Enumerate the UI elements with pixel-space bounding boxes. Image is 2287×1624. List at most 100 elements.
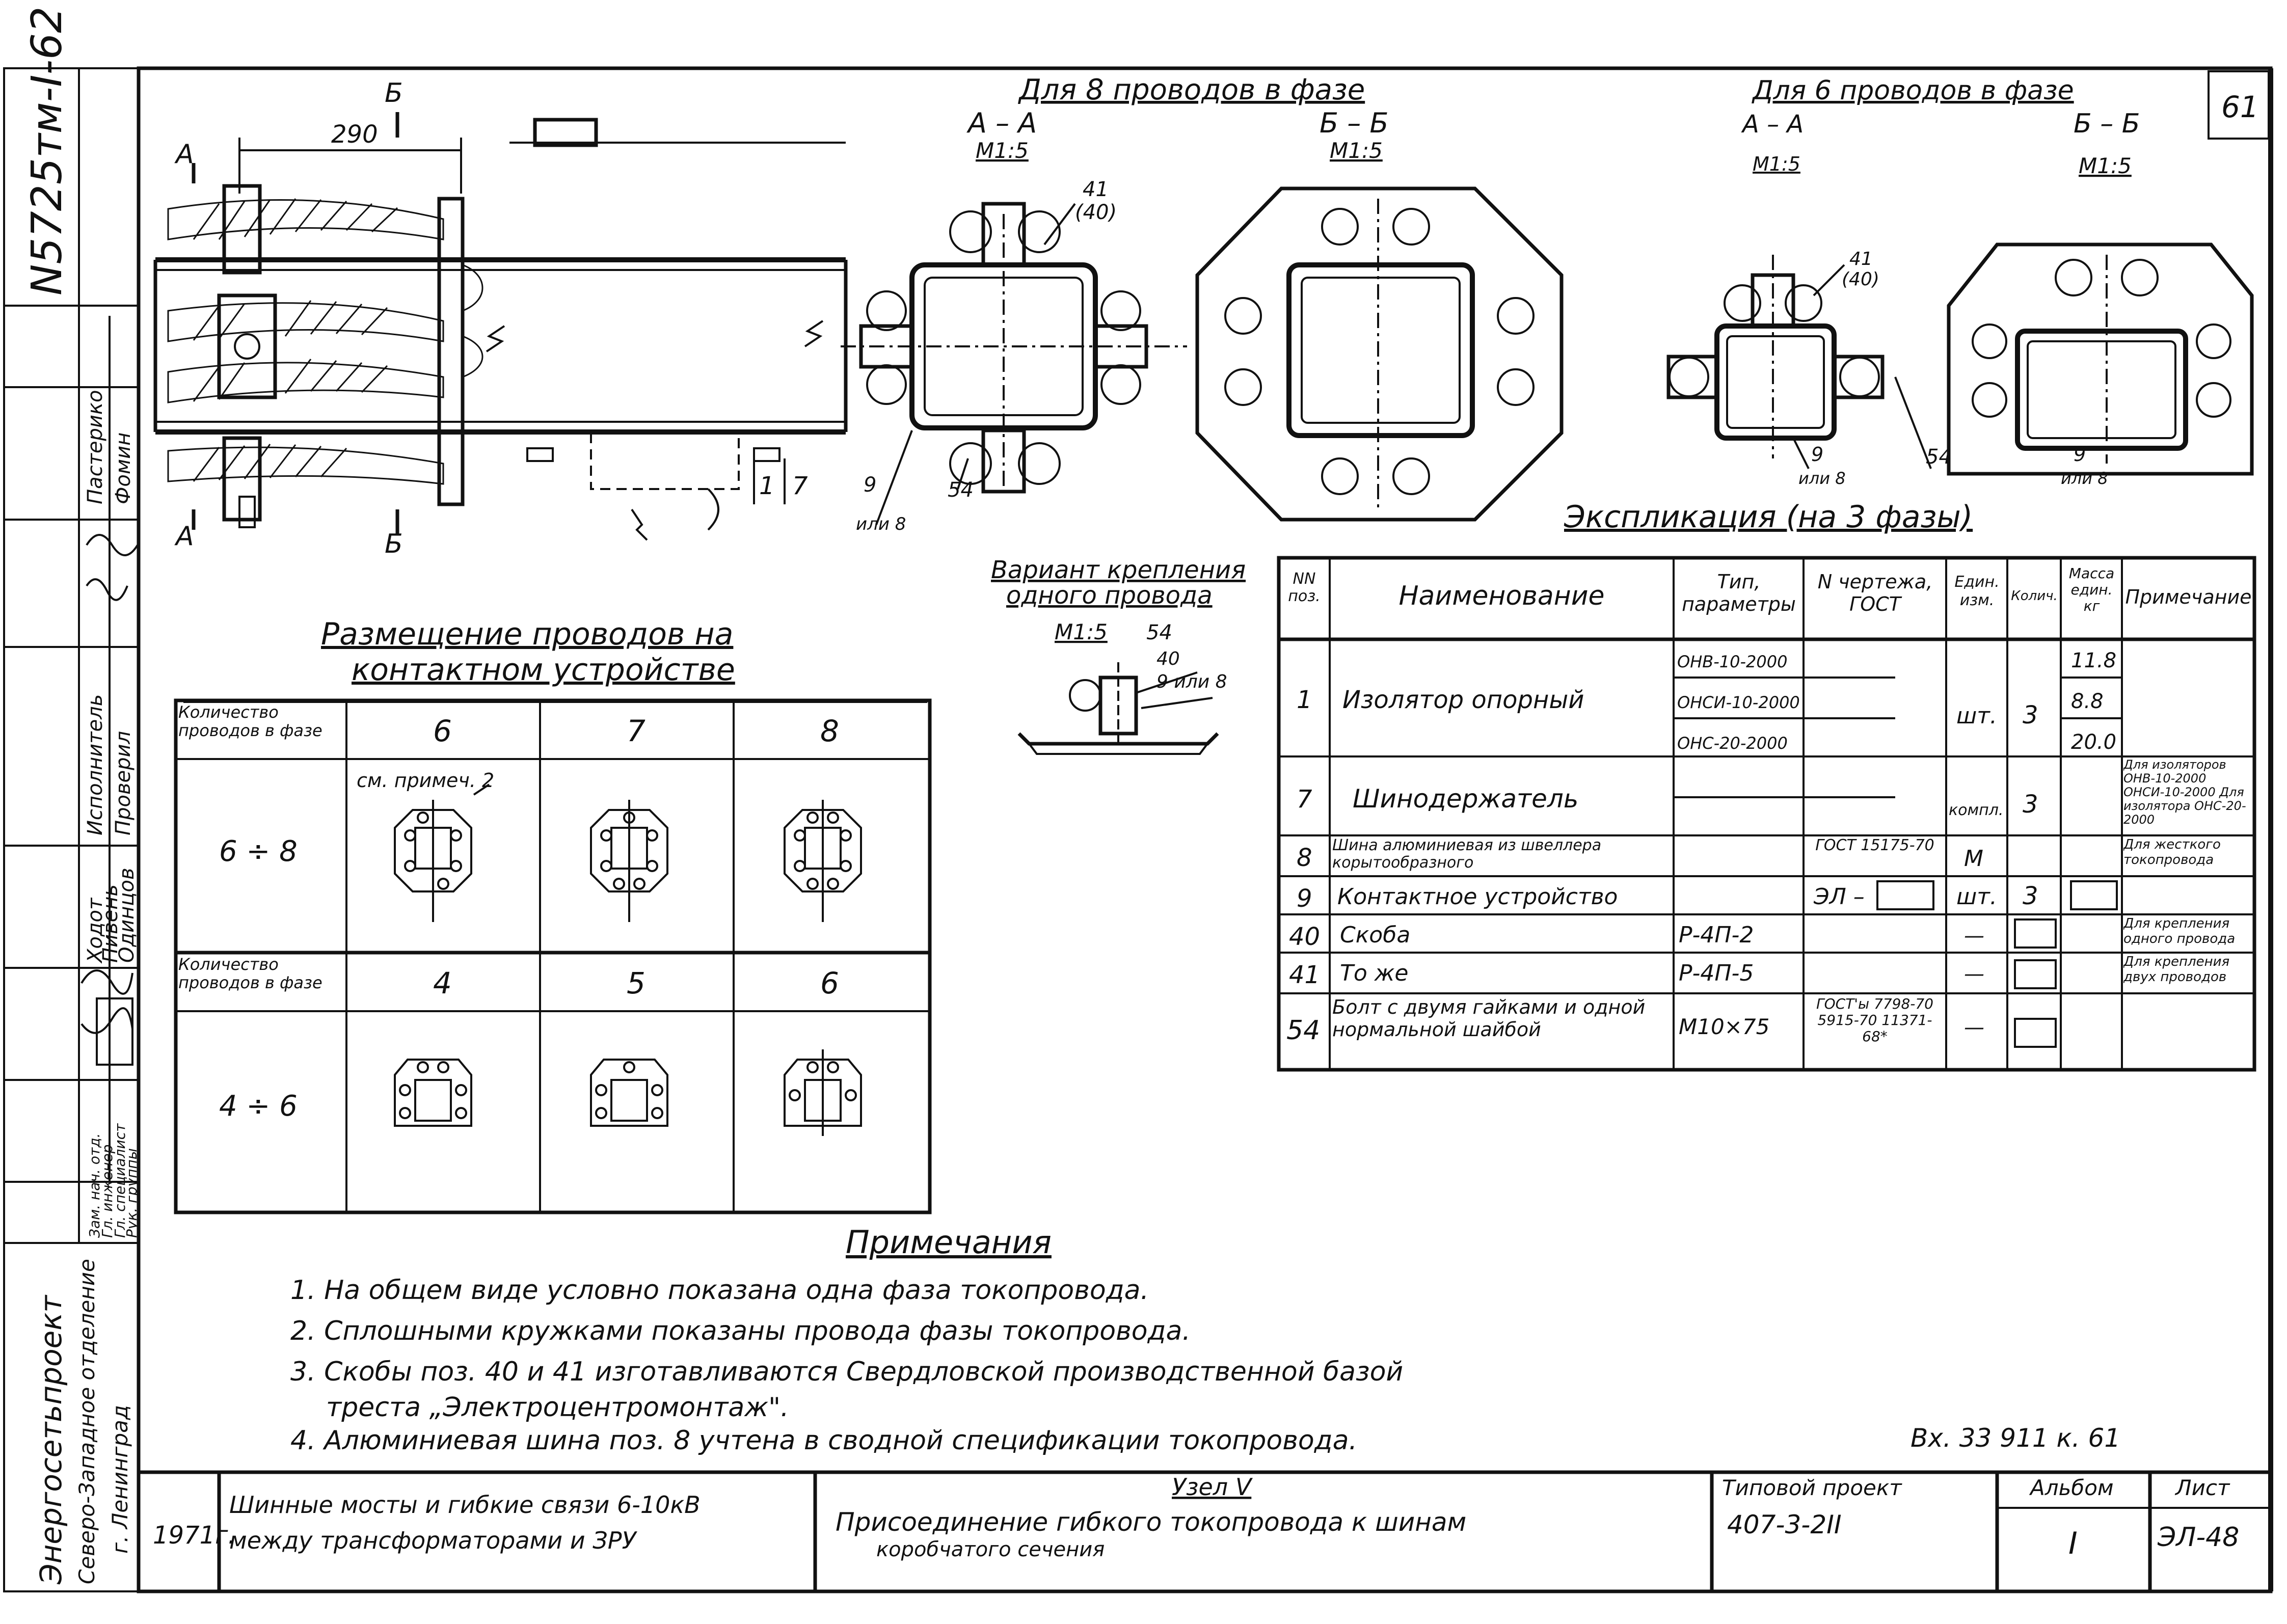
placement-row1-value-2: 8	[820, 714, 839, 748]
note-item-2: 3. Скобы поз. 40 и 41 изготавливаются Св…	[290, 1357, 1403, 1387]
expl-row7-pos: 7	[1297, 785, 1312, 814]
placement-table-grid	[174, 698, 932, 1214]
explication-table-grid	[1277, 556, 2256, 1072]
side-position-2: Гл. специалист	[112, 1123, 128, 1238]
expl-row41-name: То же	[1340, 960, 1409, 986]
expl-row40-unit: —	[1964, 924, 1984, 948]
expl-row41-type: Р-4П-5	[1679, 960, 1754, 986]
expl-row40-note: Для крепления одного провода	[2123, 916, 2236, 946]
tb-album: I	[2068, 1526, 2078, 1561]
side-role-3: Проверил	[112, 731, 135, 835]
side-stamp-column	[3, 67, 140, 1592]
main-dim-290: 290	[331, 120, 378, 149]
expl-row40-name: Скоба	[1340, 922, 1410, 948]
expl-row54-pos: 54	[1286, 1015, 1320, 1046]
expl-header-unit: Един. изм.	[1954, 573, 2000, 609]
expl-row9-unit: шт.	[1956, 884, 1997, 910]
expl-row41-unit: —	[1964, 962, 1984, 986]
side-role-1: Фомин	[112, 432, 135, 504]
expl-row40-pos: 40	[1289, 923, 1320, 951]
expl-row1-type-0: ОНВ-10-2000	[1677, 652, 1787, 671]
tb-sheet-title-2: коробчатого сечения	[876, 1538, 1105, 1561]
expl-row9-name: Контактное устройство	[1337, 884, 1618, 910]
expl-row8-doc: ГОСТ 15175-70	[1815, 837, 1934, 854]
placement-title-line2: контактном устройстве	[352, 652, 735, 688]
expl-row1-mass-2: 20.0	[2071, 730, 2116, 754]
section8-callout-8: или 8	[856, 514, 906, 534]
section8-bb-drawing	[1195, 186, 1564, 522]
variant-drawing	[1017, 662, 1219, 755]
section6-bb-callout-8: или 8	[2061, 469, 2108, 488]
section6-bb-scale: М1:5	[2079, 153, 2132, 178]
expl-header-type: Тип, параметры	[1682, 571, 1796, 615]
section8-heading: Для 8 проводов в фазе	[1017, 73, 1365, 106]
placement-row1-label: Количество проводов в фазе	[178, 703, 322, 740]
expl-row9-doc: ЭЛ –	[1813, 884, 1865, 910]
expl-row1-type-1: ОНСИ-10-2000	[1677, 693, 1800, 712]
expl-row8-name: Шина алюминиевая из швеллера корытообраз…	[1332, 837, 1602, 872]
section8-aa-drawing	[841, 202, 1187, 525]
expl-row9-pos: 9	[1297, 884, 1312, 913]
expl-header-mass: Масса един. кг	[2068, 565, 2115, 614]
expl-row8-note: Для жесткого токопровода	[2123, 837, 2221, 868]
note-item-4: 4. Алюминиевая шина поз. 8 учтена в свод…	[290, 1425, 1357, 1456]
expl-row54-name: Болт с двумя гайками и одной нормальной …	[1332, 996, 1646, 1041]
section8-aa-scale: М1:5	[976, 138, 1029, 163]
placement-row2-value-1: 5	[627, 966, 645, 1000]
section6-aa-label: А – А	[1741, 110, 1804, 139]
side-role-2: Исполнитель	[84, 694, 107, 835]
note-item-3: треста „Электроцентромонтаж".	[326, 1392, 789, 1423]
expl-row7-qty: 3	[2023, 790, 2038, 819]
expl-header-doc: N чертежа, ГОСТ	[1817, 571, 1933, 615]
tb-sheet-label: Лист	[2174, 1475, 2230, 1500]
variant-callout-9: 9 или 8	[1156, 671, 1227, 692]
tb-project-label: Типовой проект	[1722, 1475, 1902, 1500]
main-dim-7: 7	[792, 472, 808, 500]
section8-callout-40: (40)	[1075, 201, 1117, 224]
variant-callout-40: 40	[1156, 648, 1180, 669]
expl-row1-mass-0: 11.8	[2071, 649, 2116, 672]
section8-bb-scale: М1:5	[1330, 138, 1383, 163]
side-role-5: Пивень	[99, 884, 122, 963]
expl-header-qty: Колич.	[2011, 588, 2058, 604]
section6-callout-9: 9	[1811, 443, 1823, 466]
section6-callout-54: 54	[1926, 445, 1952, 469]
section6-heading: Для 6 проводов в фазе	[1752, 75, 2074, 106]
section6-callout-8: или 8	[1798, 469, 1846, 488]
contact-octagon-icons	[394, 783, 862, 1136]
tb-sheet: ЭЛ-48	[2157, 1522, 2239, 1553]
expl-row41-pos: 41	[1289, 961, 1320, 989]
expl-row1-qty: 3	[2023, 701, 2038, 729]
side-role-0: Пастерико	[84, 390, 107, 504]
tb-work-title-1: Шинные мосты и гибкие связи 6-10кВ	[229, 1491, 701, 1519]
section6-aa-scale: М1:5	[1753, 153, 1800, 175]
note-item-1: 2. Сплошными кружками показаны провода ф…	[290, 1316, 1191, 1346]
expl-row41-note: Для крепления двух проводов	[2123, 954, 2230, 985]
expl-row7-name: Шинодержатель	[1353, 784, 1578, 814]
expl-header-name: Наименование	[1398, 581, 1605, 611]
placement-row1-value-0: 6	[433, 714, 452, 748]
placement-note-ref: см. примеч. 2	[357, 769, 494, 792]
main-section-b-top: Б	[385, 78, 403, 109]
placement-row2-value-0: 4	[433, 966, 452, 1000]
section8-callout-54: 54	[948, 478, 974, 502]
expl-row54-type: М10×75	[1679, 1014, 1769, 1039]
expl-row54-unit: —	[1964, 1016, 1984, 1039]
variant-callout-54: 54	[1146, 621, 1172, 644]
side-role-6: Одинцов	[115, 868, 139, 963]
variant-title-line2: одного провода	[1006, 581, 1213, 610]
section8-callout-9: 9	[864, 473, 876, 497]
expl-row7-unit: компл.	[1949, 801, 2003, 819]
section8-bb-label: Б – Б	[1320, 107, 1388, 139]
section6-aa-drawing	[1666, 255, 1932, 469]
tb-album-label: Альбом	[2029, 1475, 2114, 1500]
side-org-line1: Энергосетьпроект	[34, 1294, 68, 1585]
tb-sheet-title-1: Присоединение гибкого токопровода к шина…	[836, 1507, 1466, 1537]
placement-row1-range: 6 ÷ 8	[219, 835, 298, 868]
title-block-grid	[139, 1470, 2271, 1591]
section6-callout-41: 41	[1849, 249, 1873, 269]
expl-row8-unit: М	[1964, 846, 1983, 872]
expl-row40-type: Р-4П-2	[1679, 922, 1754, 948]
placement-row2-value-2: 6	[820, 966, 839, 1000]
